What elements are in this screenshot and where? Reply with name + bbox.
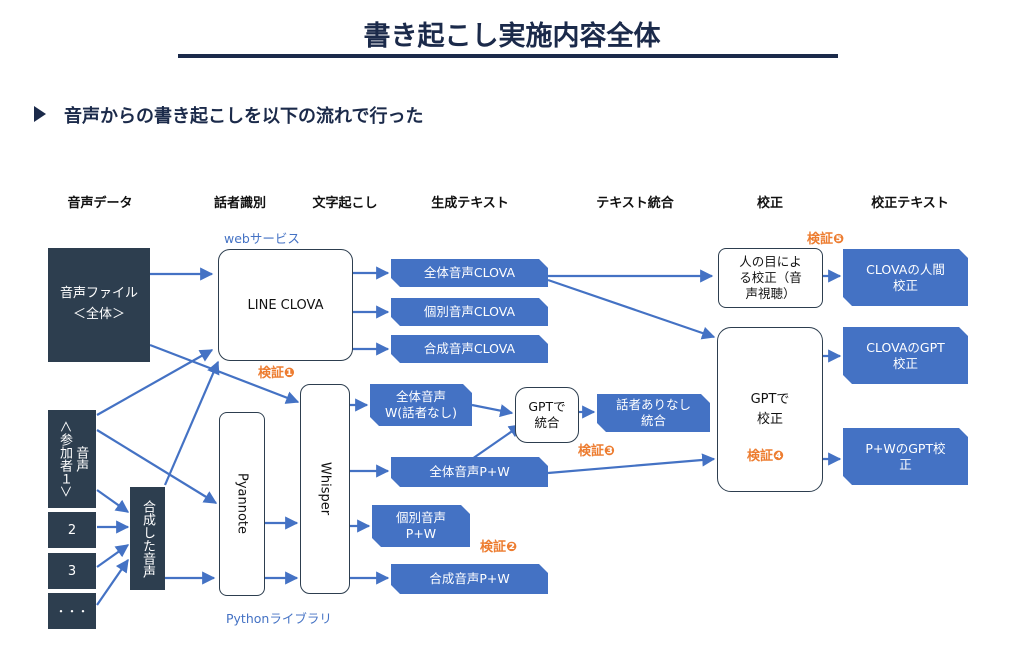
arrow-more-to-mixed — [96, 558, 129, 606]
pyannote-label: Pyannote — [234, 473, 250, 535]
pw-mixed-audio-box: 合成音声P+W — [391, 564, 548, 594]
arrow-w-to-merge — [471, 403, 514, 418]
column-header-text-merge: テキスト統合 — [596, 196, 674, 211]
arrow-p1-to-clova — [96, 349, 214, 416]
column-header-generated-text: 生成テキスト — [431, 196, 509, 211]
pw-gpt-proofed-box: P+WのGPT校 正 — [843, 428, 968, 485]
verification-2-label: 検証❷ — [480, 540, 518, 555]
verification-5-label: 検証❺ — [807, 232, 845, 247]
whisper-label: Whisper — [317, 462, 333, 516]
participant-3-box: 3 — [48, 553, 96, 589]
gpt-proofreading-box: GPTで 校正 — [717, 327, 823, 492]
column-header-audio-data: 音声データ — [67, 196, 133, 211]
verification-4-label: 検証❹ — [747, 449, 785, 464]
title-underline — [178, 54, 838, 58]
column-header-proofreading: 校正 — [756, 196, 783, 211]
arrow-p1-to-mixed — [96, 489, 130, 513]
arrow-file-to-whisper — [149, 343, 300, 404]
arrow-p1-to-pyannote — [96, 429, 218, 504]
participant-1-sub-label: 音声 — [73, 446, 89, 472]
triangle-bullet-icon — [34, 106, 46, 122]
line-clova-box: LINE CLOVA — [218, 249, 353, 361]
participant-1-box: ＜参加者１＞ 音声 — [48, 410, 96, 508]
pw-individual-audio-box: 個別音声 P+W — [372, 505, 470, 547]
participant-2-box: 2 — [48, 512, 96, 548]
clova-individual-audio-box: 個別音声CLOVA — [391, 298, 548, 326]
web-service-label: webサービス — [224, 231, 300, 246]
column-header-proofed-text: 校正テキスト — [871, 196, 949, 211]
participant-1-label: ＜参加者１＞ — [57, 419, 72, 498]
gpt-proofreading-label: GPTで 校正 — [750, 392, 790, 427]
arrow-clova-to-gpt — [547, 278, 716, 340]
gpt-merge-box: GPTで 統合 — [515, 387, 579, 443]
mixed-audio-label: 合成した音声 — [140, 499, 155, 578]
pw-all-audio-box: 全体音声P+W — [391, 457, 548, 487]
arrow-p3-to-mixed — [96, 544, 130, 568]
column-header-transcription: 文字起こし — [312, 196, 378, 211]
clova-all-audio-box: 全体音声CLOVA — [391, 259, 548, 287]
more-participants-box: ・・・ — [48, 593, 96, 629]
python-library-label: Pythonライブラリ — [226, 611, 332, 626]
verification-1-label: 検証❶ — [258, 366, 296, 381]
audio-file-box: 音声ファイル ＜全体＞ — [48, 248, 150, 362]
page-subtitle: 音声からの書き起こしを以下の流れで行った — [64, 106, 424, 127]
merged-text-box: 話者ありなし 統合 — [597, 394, 710, 432]
whisper-box: Whisper — [300, 384, 350, 594]
arrow-pw-to-merge — [471, 424, 523, 460]
clova-gpt-proofed-box: CLOVAのGPT 校正 — [843, 327, 968, 384]
page-title: 書き起こし実施内容全体 — [363, 21, 661, 52]
mixed-audio-box: 合成した音声 — [130, 487, 165, 590]
pyannote-box: Pyannote — [219, 412, 265, 596]
clova-human-proofed-box: CLOVAの人間 校正 — [843, 249, 968, 306]
human-proofreading-box: 人の目によ る校正（音 声視聴） — [718, 248, 823, 308]
column-header-speaker-id: 話者識別 — [213, 196, 266, 211]
verification-3-label: 検証❸ — [578, 444, 616, 459]
clova-mixed-audio-box: 合成音声CLOVA — [391, 335, 548, 363]
arrow-mixed-to-clova — [163, 360, 220, 486]
arrow-pw-to-gpt — [547, 453, 716, 475]
whisper-all-audio-box: 全体音声 W(話者なし) — [370, 384, 472, 426]
